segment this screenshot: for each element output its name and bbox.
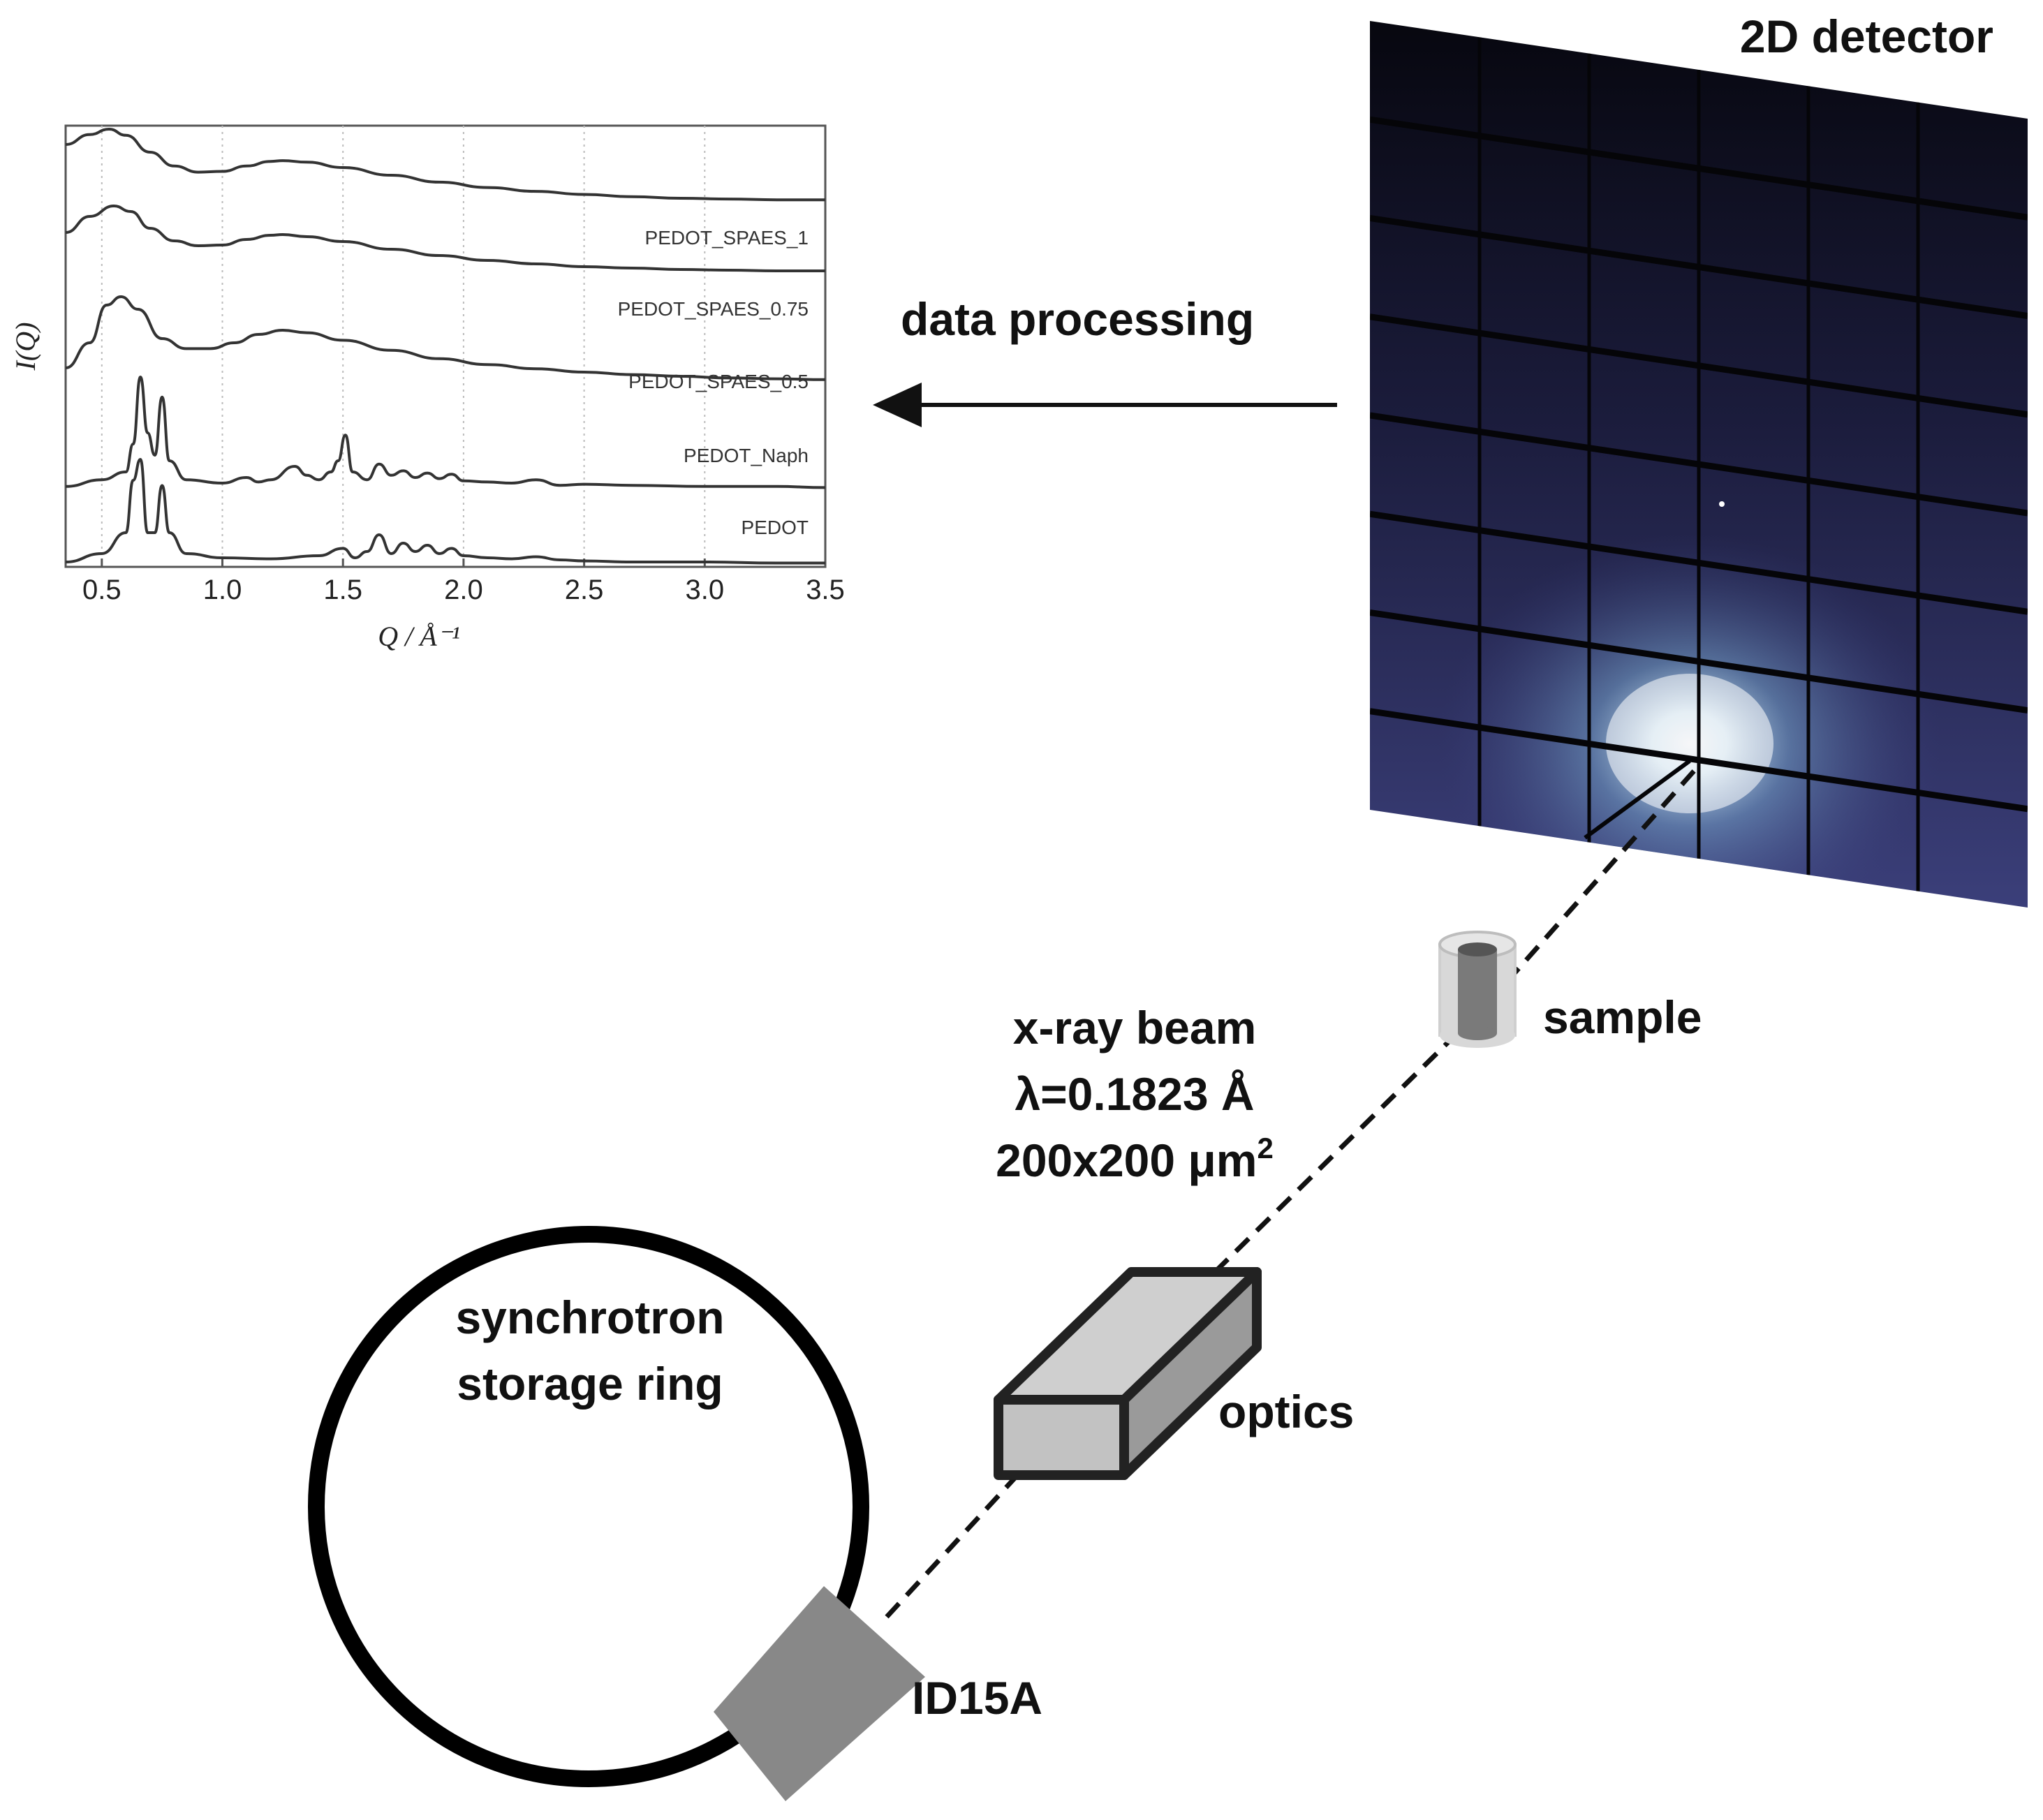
series-labels: PEDOT_SPAES_1PEDOT_SPAES_0.75PEDOT_SPAES… [618,227,809,538]
beam-size-label: 200x200 μm2 [996,1132,1274,1186]
ring-label-line1: synchrotron [455,1292,724,1343]
optics-label: optics [1218,1386,1354,1437]
tick-label: 3.0 [685,575,724,605]
y-axis-label: I(Q) [10,323,41,371]
tick-label: 2.0 [444,575,483,605]
circle-ring-icon [308,1226,869,1787]
beam-path [885,766,1699,1619]
detector-image: 2D detector [1370,10,2028,908]
series-line [65,295,826,381]
left-arrow-icon [873,383,1337,427]
tick-label: 1.0 [203,575,242,605]
series-line [65,204,825,273]
tick-label: 2.5 [565,575,604,605]
x-axis-label: Q / Å⁻¹ [378,621,460,652]
series-label: PEDOT_SPAES_1 [645,227,809,249]
tick-label: 1.5 [323,575,362,605]
x-axis-ticks: 0.5 1.0 1.5 2.0 2.5 3.0 3.5 [82,558,845,605]
series-line [65,457,825,565]
chart-series [65,127,826,565]
ring-label-line2: storage ring [457,1358,723,1410]
tick-label: 0.5 [82,575,121,605]
series-line [65,375,826,489]
series-label: PEDOT [742,517,809,538]
rectangle-block-icon [714,1586,925,1801]
series-label: PEDOT_SPAES_0.5 [628,371,809,392]
box-3d-icon [994,1267,1262,1480]
sample-label: sample [1543,991,1702,1043]
beamline-label: ID15A [912,1672,1042,1724]
tick-label: 3.5 [806,575,845,605]
series-label: PEDOT_Naph [684,445,809,466]
detector-label: 2D detector [1740,10,1993,62]
beam-label: x-ray beam [1013,1002,1257,1053]
series-line [65,127,826,202]
series-label: PEDOT_SPAES_0.75 [618,298,809,320]
cylinder-vial-icon [1438,931,1517,1048]
data-processing-label: data processing [901,293,1254,345]
wavelength-label: λ=0.1823 Å [1015,1068,1254,1120]
